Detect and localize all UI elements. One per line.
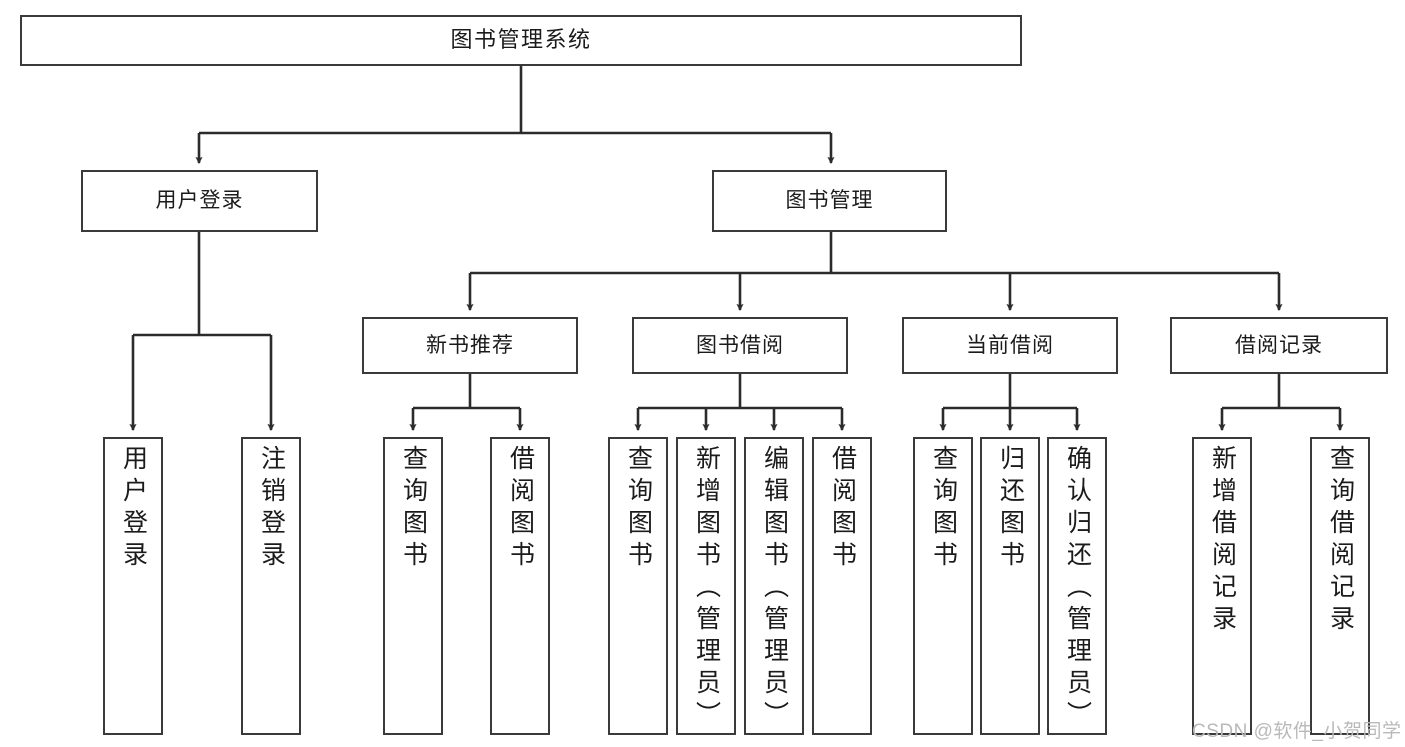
node-label: 查询图书: [399, 445, 428, 573]
node-label: 查询图书: [929, 445, 958, 573]
node-current-borrowing[interactable]: 当前借阅: [902, 317, 1118, 374]
node-label: 查询借阅记录: [1326, 445, 1355, 637]
node-label: 用户登录: [155, 189, 244, 213]
node-label: 当前借阅: [966, 333, 1054, 357]
node-label: 借阅图书: [828, 445, 857, 573]
csdn-watermark: CSDN @软件_小贺同学: [1192, 721, 1402, 742]
node-label: 图书管理系统: [450, 27, 592, 53]
node-label: 新增图书（管理员）: [692, 445, 721, 733]
leaf-book-borrow-edit-book-admin[interactable]: 编辑图书（管理员）: [744, 437, 804, 735]
node-book-management[interactable]: 图书管理: [712, 170, 947, 232]
node-label: 查询图书: [624, 445, 653, 573]
node-user-login[interactable]: 用户登录: [81, 170, 318, 232]
leaf-book-borrow-borrow-book[interactable]: 借阅图书: [812, 437, 872, 735]
node-label: 新增借阅记录: [1208, 445, 1237, 637]
leaf-current-borrow-confirm-return-admin[interactable]: 确认归还（管理员）: [1047, 437, 1107, 735]
node-label: 新书推荐: [426, 333, 514, 357]
node-label: 用户登录: [119, 445, 148, 573]
node-label: 注销登录: [257, 445, 286, 573]
node-root-book-management-system[interactable]: 图书管理系统: [20, 15, 1022, 66]
node-label: 图书管理: [785, 189, 874, 213]
node-label: 借阅图书: [506, 445, 535, 573]
leaf-borrow-record-query-record[interactable]: 查询借阅记录: [1310, 437, 1370, 735]
node-new-book-recommendation[interactable]: 新书推荐: [362, 317, 578, 374]
leaf-new-book-query-book[interactable]: 查询图书: [383, 437, 443, 735]
leaf-user-login-logout[interactable]: 注销登录: [241, 437, 301, 735]
leaf-user-login-login[interactable]: 用户登录: [103, 437, 163, 735]
node-label: 编辑图书（管理员）: [760, 445, 789, 733]
node-label: 借阅记录: [1235, 333, 1323, 357]
leaf-new-book-borrow-book[interactable]: 借阅图书: [490, 437, 550, 735]
node-label: 确认归还（管理员）: [1063, 445, 1092, 733]
leaf-book-borrow-add-book-admin[interactable]: 新增图书（管理员）: [676, 437, 736, 735]
node-label: 归还图书: [996, 445, 1025, 573]
leaf-current-borrow-return-book[interactable]: 归还图书: [980, 437, 1040, 735]
node-label: 图书借阅: [696, 333, 784, 357]
leaf-borrow-record-add-record[interactable]: 新增借阅记录: [1192, 437, 1252, 735]
leaf-current-borrow-query-book[interactable]: 查询图书: [913, 437, 973, 735]
leaf-book-borrow-query-book[interactable]: 查询图书: [608, 437, 668, 735]
node-borrowing-records[interactable]: 借阅记录: [1170, 317, 1388, 374]
node-book-borrowing[interactable]: 图书借阅: [632, 317, 848, 374]
